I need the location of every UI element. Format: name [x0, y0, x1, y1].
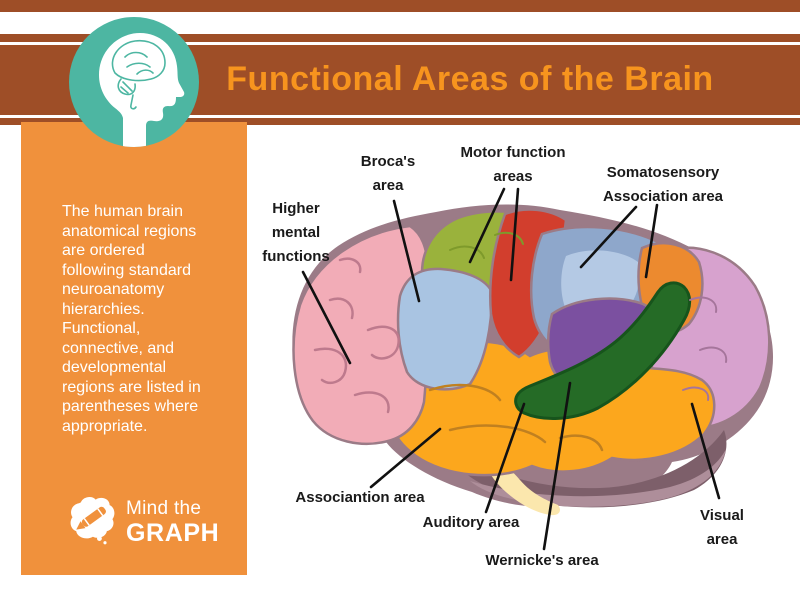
leader-brocas-area	[392, 199, 421, 303]
sulci-squiggles	[313, 231, 728, 452]
logo-text: Mind the GRAPH	[126, 498, 219, 548]
logo-text-mind-the: Mind the	[126, 498, 202, 519]
logo-text-graph: GRAPH	[126, 519, 220, 547]
label-auditory-area: Auditory area	[422, 514, 520, 531]
label-brocas-area: Broca's area	[360, 153, 416, 194]
leader-visual-area	[690, 402, 721, 500]
sidebar-panel: The human brain anatomical regions are o…	[21, 122, 247, 575]
page-title: Functional Areas of the Brain	[226, 60, 714, 98]
top-accent-bar	[0, 0, 800, 12]
region-wernickes-area	[514, 281, 692, 420]
header-pinstripe-top	[0, 42, 800, 45]
label-higher-mental-functions: Higher mental functions	[262, 200, 330, 265]
leader-somatosensory-1	[579, 205, 638, 269]
label-wernickes-area: Wernicke's area	[485, 552, 599, 569]
region-cerebellum-light	[470, 449, 726, 507]
leader-somatosensory-2	[644, 203, 659, 279]
label-association-area: Associantion area	[295, 489, 425, 506]
leader-motor-function-1	[468, 187, 506, 264]
brain-pencil-icon	[70, 496, 115, 545]
header-pinstripe-bottom	[0, 115, 800, 118]
leader-auditory-area	[484, 402, 526, 514]
leader-higher-mental-functions	[301, 270, 352, 365]
label-somatosensory-association-area: Somatosensory Association area	[602, 164, 724, 205]
brain-lineart-icon	[111, 39, 166, 110]
leader-motor-function-2	[509, 187, 520, 282]
label-visual-area: Visual area	[700, 507, 744, 548]
label-motor-function-areas: Motor function areas	[460, 144, 566, 185]
sidebar-description: The human brain anatomical regions are o…	[62, 203, 201, 435]
head-brain-badge	[69, 17, 199, 147]
head-silhouette-icon	[99, 33, 185, 147]
leader-association-area	[369, 427, 442, 489]
mind-the-graph-logo: Mind the GRAPH	[66, 494, 219, 548]
region-brocas-area	[396, 267, 494, 391]
leader-wernickes-area	[542, 381, 572, 551]
leader-lines	[301, 187, 721, 551]
